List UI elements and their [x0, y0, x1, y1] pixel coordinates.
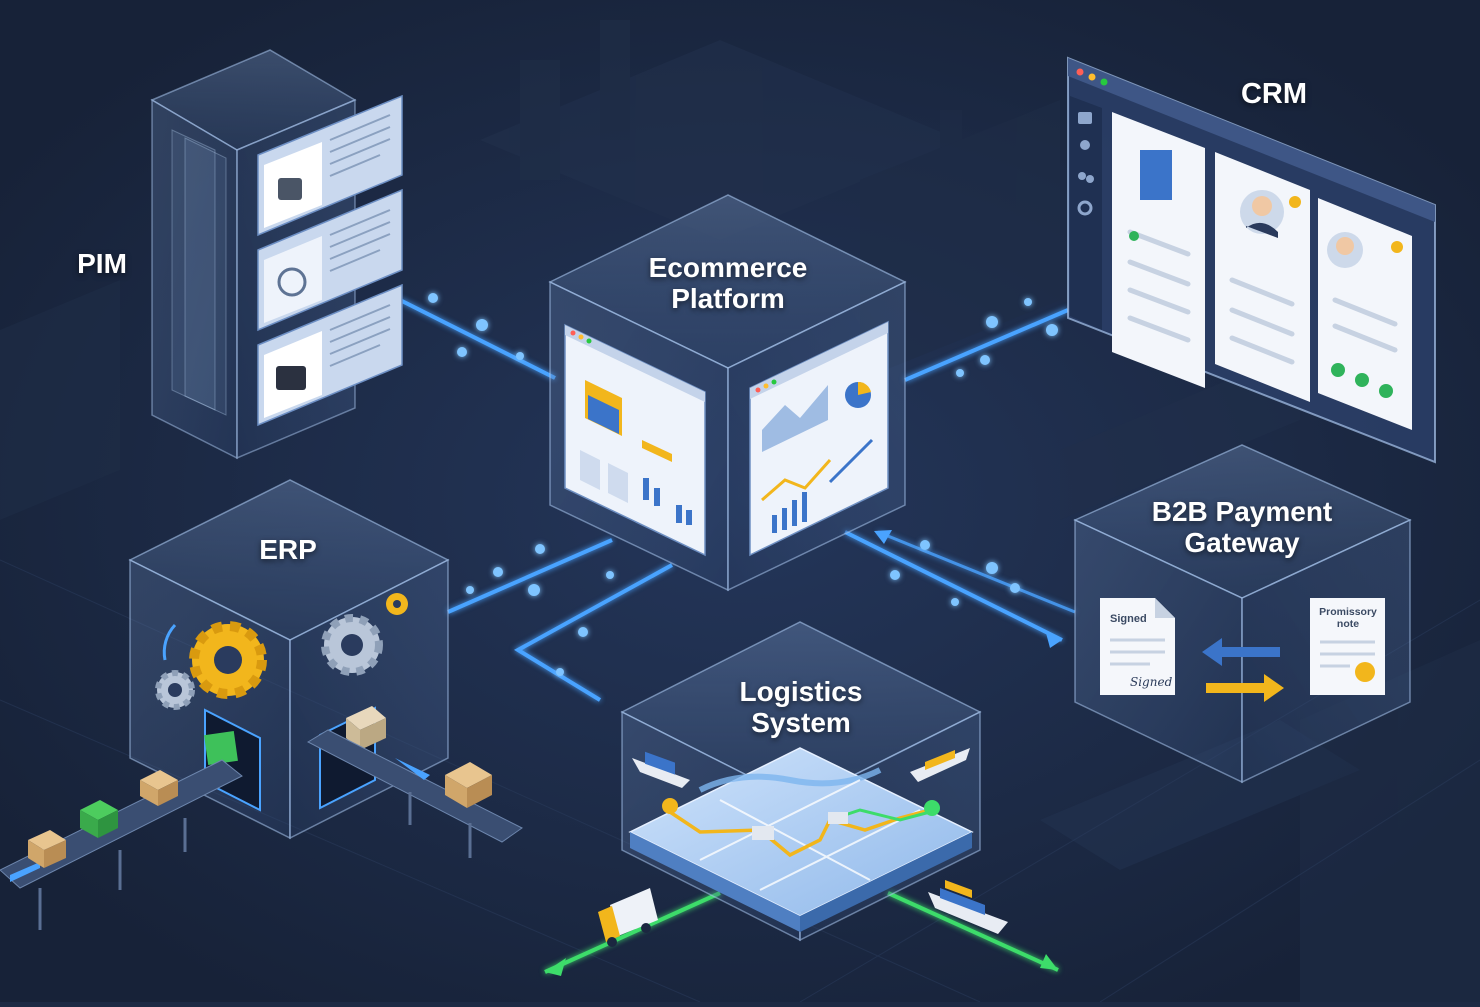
pim-product-card-3 [257, 283, 403, 427]
logistics-label: Logistics System [690, 676, 912, 739]
package-icon [346, 706, 386, 730]
arrow-left-icon [1202, 638, 1280, 666]
gear-part-icon [277, 267, 307, 297]
buy-button-shape [642, 440, 672, 462]
area-chart-icon [762, 385, 828, 452]
user-icon [1080, 140, 1090, 150]
logistics-node [620, 621, 982, 942]
ecommerce-label: Ecommerce Platform [618, 252, 838, 315]
logistics-label-line2: System [751, 707, 851, 739]
briefcase-icon [1078, 112, 1092, 124]
connectors [399, 298, 1076, 974]
arrow-to-b2b [1046, 633, 1062, 648]
avatar-woman [1336, 237, 1354, 255]
crm-contact-card-1 [1215, 152, 1310, 402]
note-title-line2: note [1337, 618, 1359, 630]
pim-product-card-2 [257, 188, 403, 332]
arrow-to-ecommerce [874, 530, 892, 544]
crm-label: CRM [1240, 78, 1308, 110]
logistics-label-line1: Logistics [739, 676, 863, 707]
favorite-badge-icon [1289, 196, 1301, 208]
box-icon [28, 830, 66, 850]
pim-product-card-1 [257, 94, 403, 237]
map-truck-icon [752, 826, 774, 840]
connector-b2b-ecommerce [877, 530, 1076, 614]
component-icon [276, 366, 306, 390]
pim-node [150, 49, 403, 460]
conveyor-right [306, 729, 523, 858]
connector-pim-ecommerce [399, 298, 556, 380]
erp-gear-tiny-icon [386, 593, 408, 615]
crm-node [1067, 56, 1436, 464]
erp-gear-right-icon [321, 614, 383, 676]
route-map [628, 747, 974, 932]
signed-doc-title: Signed [1110, 613, 1147, 625]
conveyor-left [0, 759, 243, 930]
crm-contact-card-2 [1318, 198, 1412, 430]
arrow-right-icon [1206, 674, 1284, 702]
ship-left-icon [632, 751, 690, 788]
connector-ecommerce-b2b [844, 530, 1063, 642]
promissory-note-document: Promissory note [1310, 598, 1385, 695]
settings-gear-icon [1077, 200, 1093, 216]
erp-label: ERP [259, 534, 317, 565]
b2b-payment-label: B2B Payment Gateway [1122, 496, 1362, 559]
cargo-ship-icon [928, 880, 1008, 934]
checked-box-icon-2 [80, 800, 118, 820]
ship-right-icon [910, 748, 970, 782]
crm-company-card [1112, 112, 1205, 388]
origin-pin-icon [662, 798, 678, 814]
pim-label: PIM [77, 248, 127, 279]
chat-icon [1379, 384, 1393, 398]
destination-pin-icon [924, 800, 940, 816]
connector-dots [428, 293, 1058, 676]
cycle-arrow-icon [162, 623, 177, 661]
seal-icon [1355, 662, 1375, 682]
connector-ecommerce-crm [904, 308, 1069, 382]
connector-logistics-out-left [544, 891, 721, 974]
connector-logistics-out-right [887, 891, 1059, 972]
ecommerce-label-line2: Platform [671, 283, 785, 315]
delivery-truck-icon [598, 888, 658, 947]
trend-line-icon [828, 438, 874, 484]
signed-document: Signed Signed [1100, 598, 1175, 695]
note-title-line1: Promissory [1319, 606, 1377, 618]
signature: Signed [1130, 675, 1173, 689]
checked-box-icon [204, 731, 238, 765]
users-icon [1078, 172, 1086, 180]
building-icon [1140, 150, 1172, 200]
storefront-window [564, 323, 706, 557]
b2b-label-line2: Gateway [1184, 527, 1300, 559]
whatsapp-icon [1355, 373, 1369, 387]
call-icon [1331, 363, 1345, 377]
phone-icon [1129, 231, 1139, 241]
ecommerce-node [548, 194, 907, 592]
connector-erp-ecommerce [447, 538, 613, 614]
connector-ecommerce-logistics [514, 563, 673, 702]
analytics-dashboard-window [749, 320, 889, 557]
erp-gear-large-icon [189, 621, 267, 699]
camera-icon [278, 178, 302, 200]
pallet-box-icon [445, 762, 492, 788]
connector-arrowheads [874, 530, 1062, 648]
green-arrowheads [545, 954, 1058, 976]
factory-silhouette [0, 20, 1480, 1002]
b2b-payment-node: Signed Signed Promissory note [1073, 444, 1412, 784]
ecommerce-label-line1: Ecommerce [648, 252, 808, 283]
b2b-label-line1: B2B Payment [1151, 496, 1333, 527]
avatar-man [1252, 196, 1272, 216]
erp-node [128, 479, 450, 840]
erp-gear-small-icon [155, 670, 195, 710]
